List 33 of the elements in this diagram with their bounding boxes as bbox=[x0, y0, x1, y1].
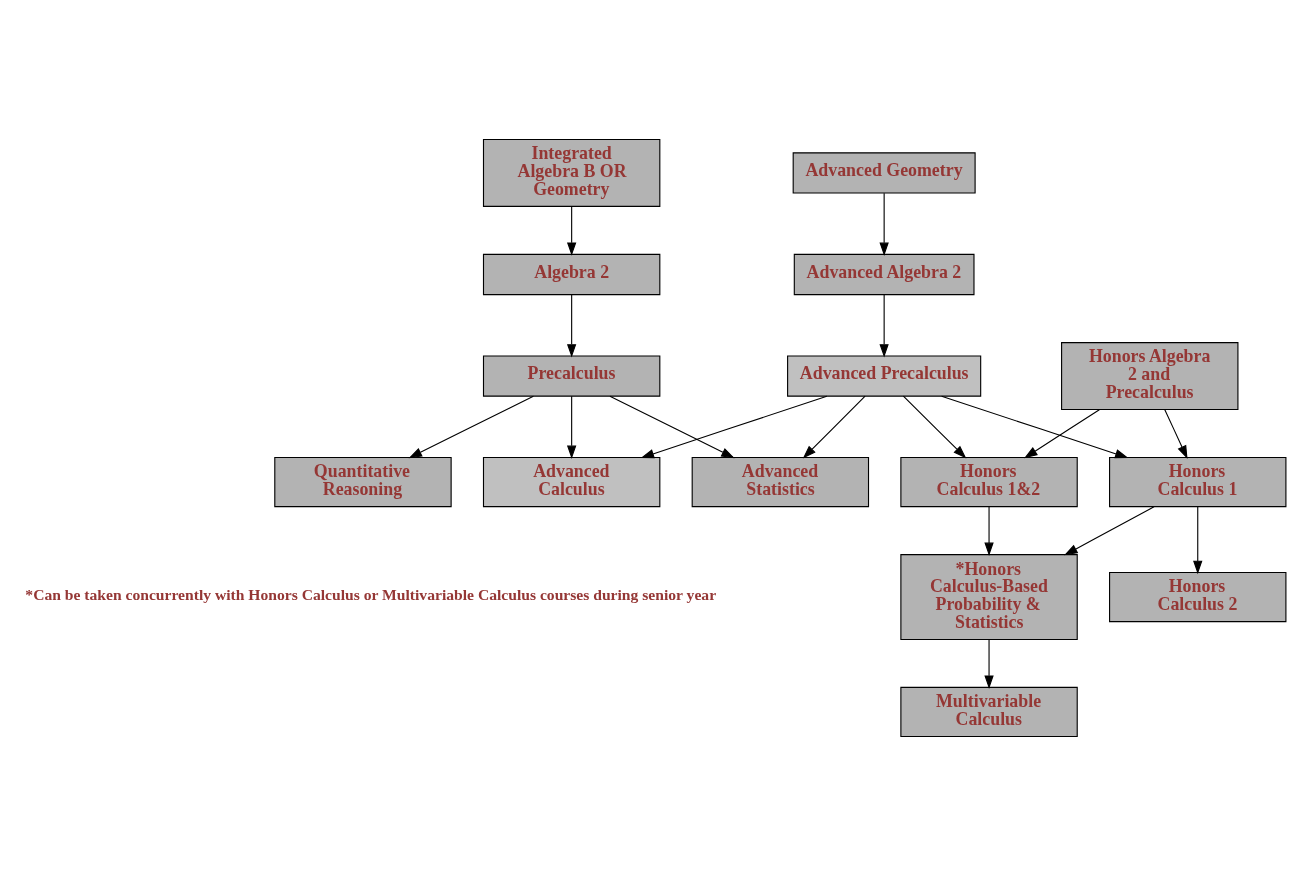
node-box: Multivariable Calculus bbox=[900, 686, 1078, 737]
arrow bbox=[640, 395, 828, 458]
node-box: Advanced Statistics bbox=[691, 456, 870, 507]
label: *Can be taken concurrently with Honors Calculus or Multivariable Calculus courses during senior year bbox=[25, 585, 717, 603]
node-box: Advanced Geometry bbox=[792, 151, 976, 194]
arrow bbox=[802, 395, 866, 459]
node-box: Honors Calculus 2 bbox=[1109, 571, 1287, 622]
arrow bbox=[566, 293, 577, 358]
node-box: Honors Calculus 1&2 bbox=[900, 456, 1078, 507]
arrow bbox=[1064, 505, 1155, 555]
arrow bbox=[879, 293, 889, 358]
arrow bbox=[609, 395, 735, 458]
node-box: Advanced Precalculus bbox=[787, 354, 982, 397]
node-box: Quantitative Reasoning bbox=[274, 456, 452, 507]
node-box: Honors Calculus 1 bbox=[1109, 456, 1287, 507]
node-box: Honors Algebra 2 and Precalculus bbox=[1061, 341, 1239, 410]
node-box: *Honors Calculus-Based Probability & Statistics bbox=[900, 553, 1078, 640]
arrow bbox=[408, 395, 534, 458]
arrow bbox=[902, 395, 967, 458]
arrow bbox=[984, 506, 994, 556]
arrow bbox=[941, 395, 1129, 458]
node-box: Precalculus bbox=[482, 354, 661, 397]
arrow bbox=[566, 395, 577, 459]
arrow bbox=[1024, 408, 1100, 458]
arrow bbox=[984, 638, 994, 689]
node-box: Advanced Calculus bbox=[482, 456, 661, 507]
arrow bbox=[879, 192, 889, 256]
node-box: Integrated Algebra B OR Geometry bbox=[482, 138, 661, 207]
arrow bbox=[1193, 506, 1203, 574]
node-box: Algebra 2 bbox=[482, 253, 661, 295]
arrow bbox=[566, 205, 577, 256]
node-box: Advanced Algebra 2 bbox=[793, 253, 975, 295]
arrow bbox=[1164, 408, 1188, 459]
